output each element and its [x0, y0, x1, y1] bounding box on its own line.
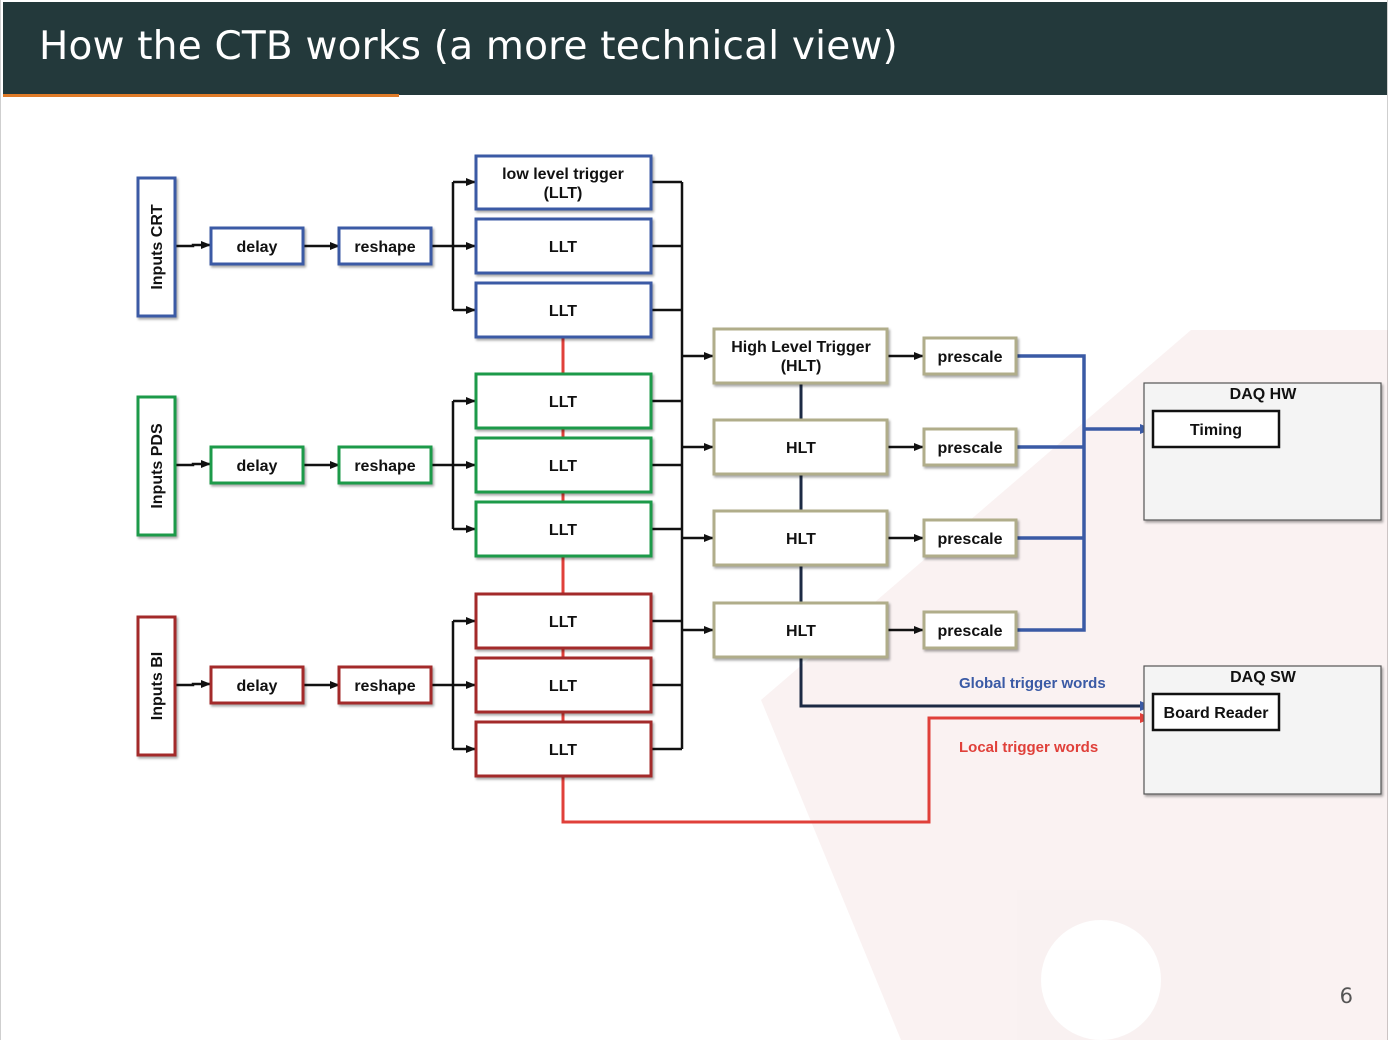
daq-sw-box: DAQ SW Board Reader	[1143, 665, 1382, 795]
hlt-label: HLT	[786, 440, 816, 457]
bi-delay-label: delay	[237, 678, 278, 695]
llt-first-line2: (LLT)	[544, 185, 583, 202]
llt-label: LLT	[549, 303, 577, 320]
hlt-label: HLT	[786, 623, 816, 640]
prescale-label: prescale	[938, 440, 1003, 457]
hlt-group: High Level Trigger (HLT) HLT HLT HLT	[712, 327, 889, 659]
llt-first-line1: low level trigger	[502, 166, 624, 183]
global-trigger-path	[799, 658, 1152, 711]
llt-label: LLT	[549, 394, 577, 411]
llt-label: LLT	[549, 239, 577, 256]
crt-chain: delay reshape	[209, 226, 433, 266]
title-bar: How the CTB works (a more technical view…	[3, 2, 1387, 95]
llt-group-crt: low level trigger (LLT) LLT LLT	[474, 154, 653, 339]
crt-reshape-label: reshape	[354, 239, 415, 256]
page-number: 6	[1339, 984, 1353, 1008]
bi-reshape-label: reshape	[354, 678, 415, 695]
daq-hw-title: DAQ HW	[1230, 386, 1298, 403]
input-box-bi: Inputs BI	[136, 615, 177, 757]
pds-delay-label: delay	[237, 458, 278, 475]
llt-label: LLT	[549, 742, 577, 759]
bi-chain: delay reshape	[209, 665, 433, 705]
input-chain-arrows	[176, 178, 924, 753]
llt-to-hlt-bus	[651, 180, 714, 751]
input-pds-label: Inputs PDS	[149, 423, 166, 509]
llt-group-bi: LLT LLT LLT	[474, 592, 653, 778]
local-trigger-path	[561, 713, 1152, 824]
prescale-label: prescale	[938, 531, 1003, 548]
llt-label: LLT	[549, 678, 577, 695]
input-crt-label: Inputs CRT	[149, 204, 166, 290]
prescale-group: prescale prescale prescale prescale	[922, 336, 1018, 650]
timing-label: Timing	[1190, 422, 1242, 439]
pds-reshape-label: reshape	[354, 458, 415, 475]
board-reader-label: Board Reader	[1164, 705, 1269, 722]
local-trigger-words-label: Local trigger words	[959, 739, 1098, 756]
llt-group-pds: LLT LLT LLT	[474, 372, 653, 558]
prescale-bus	[1016, 354, 1152, 632]
daq-sw-title: DAQ SW	[1230, 669, 1297, 686]
llt-label: LLT	[549, 458, 577, 475]
daq-hw-box: DAQ HW Timing	[1143, 382, 1382, 521]
llt-label: LLT	[549, 522, 577, 539]
hlt-first-line2: (HLT)	[781, 358, 822, 375]
input-bi-label: Inputs BI	[149, 652, 166, 720]
pds-chain: delay reshape	[209, 445, 433, 485]
global-trigger-words-label: Global trigger words	[959, 675, 1106, 692]
slide-title: How the CTB works (a more technical view…	[39, 24, 898, 69]
prescale-label: prescale	[938, 349, 1003, 366]
llt-label: LLT	[549, 614, 577, 631]
hlt-label: HLT	[786, 531, 816, 548]
crt-delay-label: delay	[237, 239, 278, 256]
input-box-pds: Inputs PDS	[136, 395, 177, 537]
title-accent-line	[3, 94, 399, 97]
prescale-label: prescale	[938, 623, 1003, 640]
input-box-crt: Inputs CRT	[136, 176, 177, 318]
hlt-first-line1: High Level Trigger	[731, 339, 871, 356]
